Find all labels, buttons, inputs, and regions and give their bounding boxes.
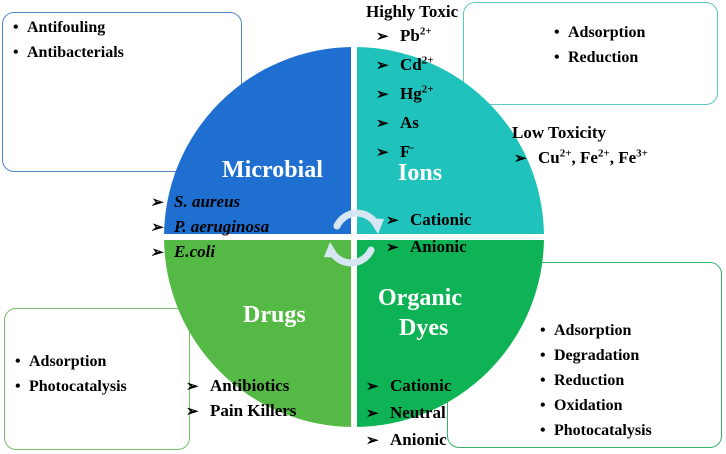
list-item: Reduction: [540, 368, 652, 393]
list-item: S. aureus: [150, 190, 269, 215]
microbial-species-list: S. aureus P. aeruginosa E.coli: [150, 190, 269, 265]
list-item: Adsorption: [554, 20, 645, 45]
list-item: P. aeruginosa: [150, 215, 269, 240]
list-item: Reduction: [554, 45, 645, 70]
list-item: Photocatalysis: [540, 418, 652, 443]
drugs-methods-box: Adsorption Photocatalysis: [4, 308, 190, 450]
dyes-methods-list: Adsorption Degradation Reduction Oxidati…: [540, 318, 652, 443]
list-item: Adsorption: [540, 318, 652, 343]
ions-methods-box: Adsorption Reduction: [463, 2, 718, 105]
dyes-title-line1: Organic: [378, 285, 462, 311]
cycle-arrowhead-icon: [324, 242, 340, 258]
low-toxicity-heading: Low Toxicity: [512, 123, 606, 142]
drugs-title: Drugs: [243, 302, 306, 328]
list-item: Neutral: [366, 400, 451, 427]
microbial-title: Microbial: [222, 157, 323, 183]
list-item: Hg2+: [376, 80, 434, 109]
list-item: Anionic: [386, 234, 471, 261]
highly-toxic-heading: Highly Toxic: [366, 2, 459, 21]
list-item: Cationic: [366, 373, 451, 400]
cycle-arrowhead-icon: [368, 218, 384, 234]
list-item: As: [376, 109, 434, 138]
list-item: Antifouling: [13, 15, 124, 40]
list-item: Cationic: [386, 207, 471, 234]
list-item: Photocatalysis: [15, 374, 127, 399]
list-item: E.coli: [150, 240, 269, 265]
list-item: Adsorption: [15, 349, 127, 374]
list-item: Cu2+, Fe2+, Fe3+: [514, 146, 648, 171]
list-item: Oxidation: [540, 393, 652, 418]
low-toxicity-list: Cu2+, Fe2+, Fe3+: [514, 146, 648, 171]
highly-toxic-list: Pb2+ Cd2+ Hg2+ As F-: [376, 22, 434, 167]
microbial-applications-box: Antifouling Antibacterials: [2, 12, 242, 172]
list-item: F-: [376, 138, 434, 167]
list-item: Antibacterials: [13, 40, 124, 65]
drugs-quadrant: [164, 237, 354, 427]
list-item: Cd2+: [376, 51, 434, 80]
dyes-title-line2: Dyes: [399, 315, 449, 341]
list-item: Degradation: [540, 343, 652, 368]
microbial-applications-list: Antifouling Antibacterials: [13, 15, 124, 65]
list-item: Pb2+: [376, 22, 434, 51]
list-item: Antibiotics: [186, 374, 296, 399]
ion-types-list: Cationic Anionic: [386, 207, 471, 261]
drugs-list: Antibiotics Pain Killers: [186, 374, 296, 424]
list-item: Anionic: [366, 427, 451, 454]
drugs-methods-list: Adsorption Photocatalysis: [15, 349, 127, 399]
ions-methods-list: Adsorption Reduction: [554, 20, 645, 70]
list-item: Pain Killers: [186, 399, 296, 424]
dyes-types-list: Cationic Neutral Anionic: [366, 373, 451, 454]
